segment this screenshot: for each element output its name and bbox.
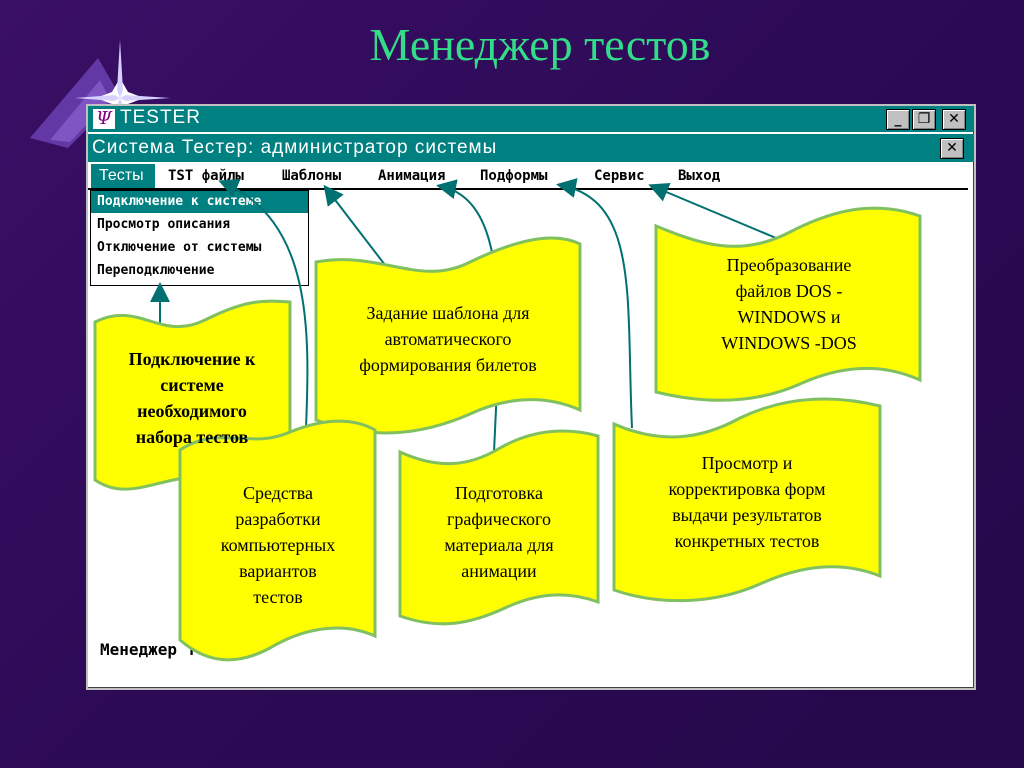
note-dev-line-3: компьютерных xyxy=(220,535,336,555)
star-decoration xyxy=(30,40,170,160)
restore-button[interactable]: ❐ xyxy=(912,109,936,130)
note-convert-line-1: Преобразование xyxy=(726,255,852,275)
window-titlebar: Ψ TESTER _ ❐ ✕ xyxy=(88,106,974,132)
note-connect: Подключение к системе необходимого набор… xyxy=(96,346,288,450)
note-connect-line-2: системе xyxy=(160,375,224,395)
minimize-button[interactable]: _ xyxy=(886,109,910,130)
note-convert-line-3: WINDOWS и xyxy=(737,307,841,327)
arrow-convert xyxy=(648,182,777,239)
menu-subforms[interactable]: Подформы xyxy=(480,168,548,184)
dropdown-item-connect[interactable]: Подключение к системе xyxy=(91,191,308,213)
arrow-forms xyxy=(556,178,633,429)
note-anim-line-2: графического xyxy=(447,509,551,529)
tests-dropdown: Подключение к системе Просмотр описания … xyxy=(90,190,309,286)
note-forms-line-3: выдачи результатов xyxy=(672,505,822,525)
note-template-line-2: автоматического xyxy=(384,329,512,349)
note-convert-line-2: файлов DOS - xyxy=(735,281,843,301)
note-forms-line-1: Просмотр и xyxy=(701,453,793,473)
dropdown-item-disconnect[interactable]: Отключение от системы xyxy=(97,240,262,255)
note-convert-line-4: WINDOWS -DOS xyxy=(721,333,857,353)
window-title: TESTER xyxy=(120,107,201,128)
note-template-line-1: Задание шаблона для xyxy=(366,303,530,323)
menu-animation[interactable]: Анимация xyxy=(378,168,446,184)
note-anim-line-1: Подготовка xyxy=(455,483,543,503)
menu-tests[interactable]: Тесты xyxy=(91,164,155,188)
note-forms-shape xyxy=(612,397,882,603)
note-anim-line-4: анимации xyxy=(461,561,537,581)
menu-exit[interactable]: Выход xyxy=(678,168,721,184)
note-forms-line-2: корректировка форм xyxy=(668,479,826,499)
note-convert: Преобразование файлов DOS - WINDOWS и WI… xyxy=(660,252,918,356)
note-convert-shape xyxy=(654,206,922,402)
dropdown-item-reconnect[interactable]: Переподключение xyxy=(97,263,215,278)
menu-service[interactable]: Сервис xyxy=(594,168,645,184)
note-dev-line-1: Средства xyxy=(242,483,314,503)
subwindow-title: Система Тестер: администратор системы xyxy=(92,137,498,158)
note-dev-line-2: разработки xyxy=(235,509,321,529)
note-template-shape xyxy=(314,236,582,435)
note-dev-line-5: тестов xyxy=(253,587,303,607)
menu-templates[interactable]: Шаблоны xyxy=(282,168,342,184)
note-anim-shape xyxy=(398,429,600,626)
slide-title: Менеджер тестов xyxy=(369,19,711,70)
close-button[interactable]: ✕ xyxy=(942,109,966,130)
note-connect-line-4: набора тестов xyxy=(135,427,249,447)
note-anim: Подготовка графического материала для ан… xyxy=(402,480,596,584)
app-psi-icon[interactable]: Ψ xyxy=(93,109,115,129)
note-anim-line-3: материала для xyxy=(444,535,554,555)
note-dev-line-4: вариантов xyxy=(239,561,317,581)
arrow-dev xyxy=(218,179,309,429)
note-connect-line-1: Подключение к xyxy=(128,349,256,369)
note-forms-line-4: конкретных тестов xyxy=(674,531,820,551)
subwindow-titlebar: Система Тестер: администратор системы ✕ xyxy=(88,134,974,162)
note-forms: Просмотр и корректировка форм выдачи рез… xyxy=(616,450,878,554)
subwindow-close-button[interactable]: ✕ xyxy=(940,138,964,159)
note-template: Задание шаблона для автоматического форм… xyxy=(318,300,578,378)
note-dev-shape xyxy=(178,419,377,662)
note-template-line-3: формирования билетов xyxy=(359,355,537,375)
dropdown-item-view-description[interactable]: Просмотр описания xyxy=(97,217,231,232)
note-dev: Средства разработки компьютерных вариант… xyxy=(182,480,374,610)
note-connect-line-3: необходимого xyxy=(137,401,247,421)
